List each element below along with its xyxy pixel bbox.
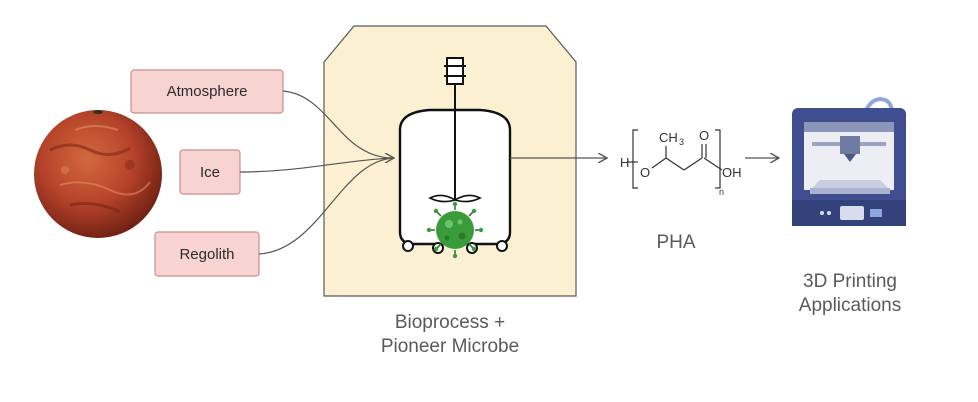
application-caption-line1: 3D Printing bbox=[803, 271, 897, 292]
application-caption-line2: Applications bbox=[799, 295, 901, 316]
input-box-regolith: Regolith bbox=[154, 231, 260, 277]
bioreactor-icon bbox=[398, 57, 512, 254]
formula-carbonyl-o: O bbox=[699, 128, 709, 143]
formula-oh: OH bbox=[722, 165, 742, 180]
connector-regolith bbox=[258, 157, 394, 255]
input-box-ice: Ice bbox=[179, 149, 241, 195]
formula-ch3: CH bbox=[659, 130, 678, 145]
input-label-ice: Ice bbox=[200, 164, 220, 181]
pha-caption: PHA bbox=[656, 232, 695, 253]
connector-ice bbox=[239, 157, 394, 173]
input-label-regolith: Regolith bbox=[179, 246, 234, 263]
microbe-icon bbox=[426, 201, 484, 259]
formula-n: n bbox=[719, 187, 724, 197]
pha-formula-text: H O CH 3 O OH n bbox=[620, 128, 742, 197]
formula-o: O bbox=[640, 165, 650, 180]
connector-atmosphere bbox=[282, 90, 393, 158]
3d-printer-icon bbox=[792, 97, 906, 226]
pha-structure bbox=[627, 129, 723, 189]
mars-planet-icon bbox=[34, 110, 162, 238]
bioprocess-caption-line1: Bioprocess + bbox=[395, 312, 505, 333]
formula-h: H bbox=[620, 155, 629, 170]
formula-ch3-sub: 3 bbox=[679, 137, 684, 147]
input-box-atmosphere: Atmosphere bbox=[130, 69, 284, 114]
input-label-atmosphere: Atmosphere bbox=[167, 83, 248, 100]
bioprocess-caption-line2: Pioneer Microbe bbox=[381, 336, 519, 357]
